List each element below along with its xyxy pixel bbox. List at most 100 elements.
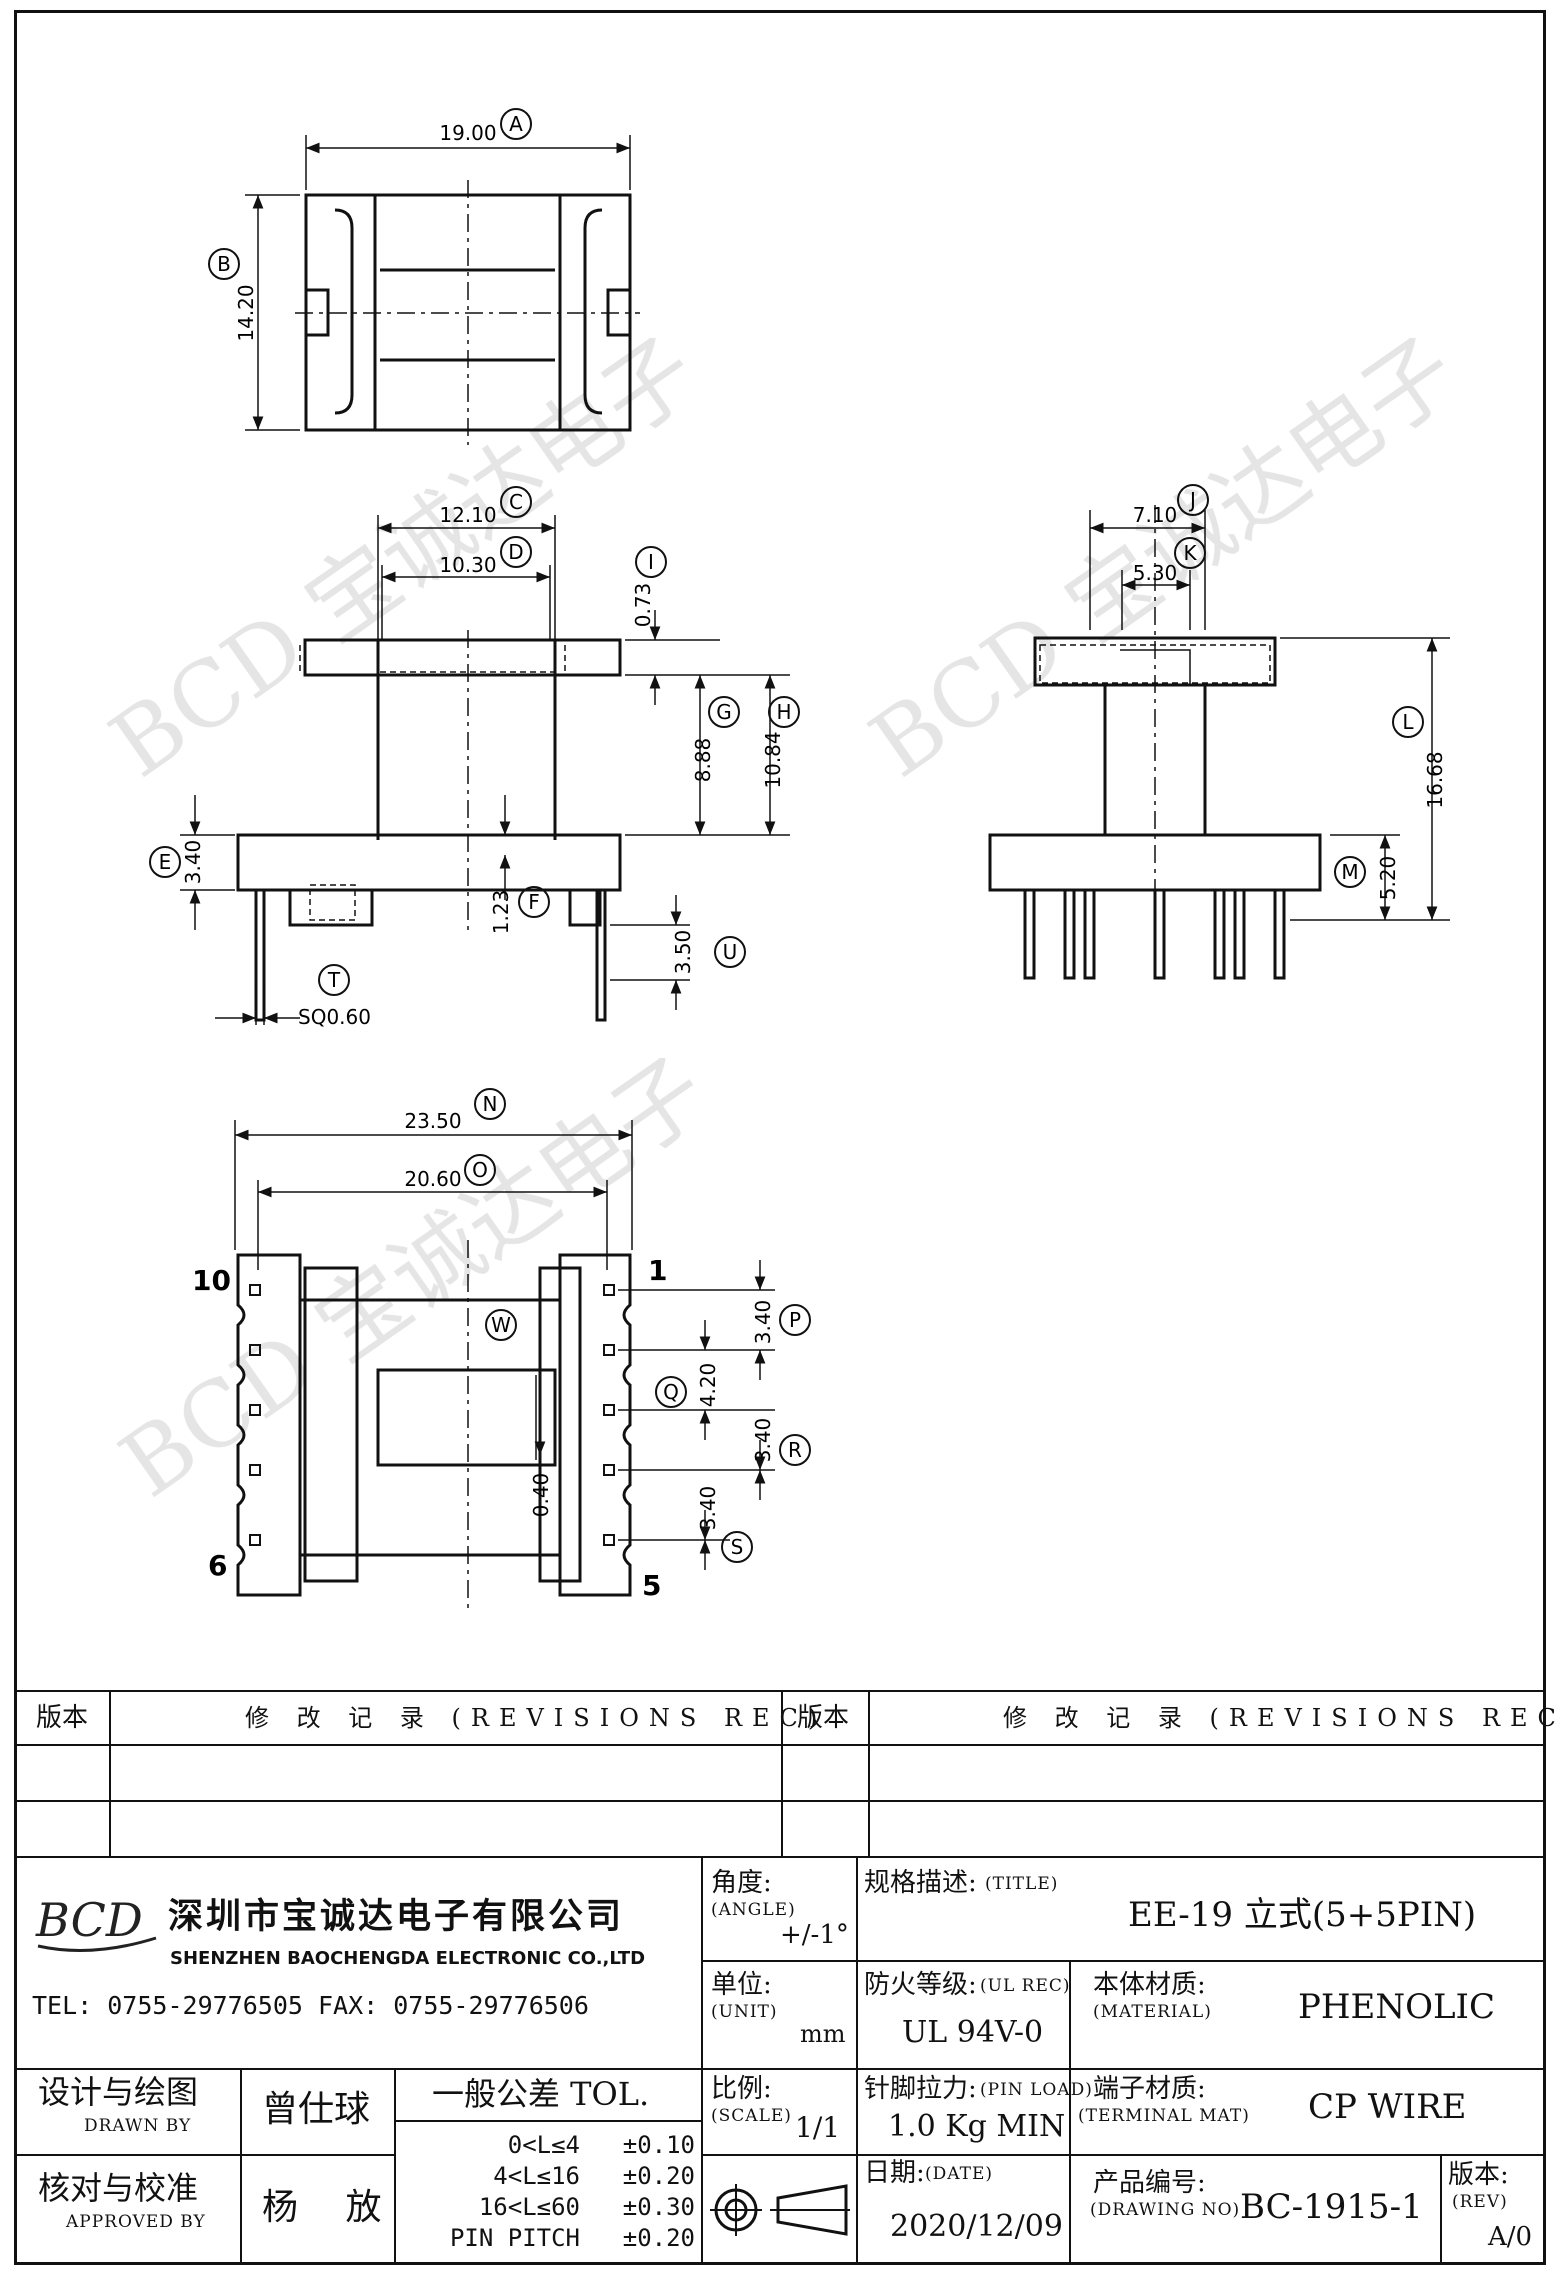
company-contact: TEL: 0755-29776505 FAX: 0755-29776506	[32, 1991, 589, 2020]
dim-a-value: 19.00	[439, 121, 496, 145]
dim-s-value: 3.40	[696, 1486, 720, 1531]
material-label-en: (MATERIAL)	[1093, 2002, 1212, 2022]
dim-g-value: 8.88	[691, 738, 715, 783]
svg-text:G: G	[716, 700, 732, 724]
svg-text:J: J	[1188, 488, 1196, 512]
rev-label-en: (REV)	[1452, 2192, 1508, 2212]
drawn-label: 设计与绘图	[38, 2073, 199, 2111]
tolerance-range: 0<L≤4	[507, 2131, 580, 2159]
svg-text:M: M	[1341, 860, 1358, 884]
drawing-no-label-en: (DRAWING NO)	[1090, 2200, 1241, 2220]
terminal-label-en: (TERMINAL MAT)	[1078, 2106, 1250, 2126]
technical-drawing: BCD 宝诚达电子 BCD 宝诚达电子 BCD 宝诚达电子 19.00 A 14…	[92, 108, 1476, 1610]
dim-l-value: 16.68	[1423, 751, 1447, 808]
ul-value: UL 94V-0	[902, 2015, 1044, 2050]
svg-text:L: L	[1402, 710, 1414, 734]
svg-text:B: B	[217, 252, 231, 276]
svg-text:BCD 宝诚达电子: BCD 宝诚达电子	[92, 318, 715, 798]
dim-c-value: 12.10	[439, 503, 496, 527]
angle-label: 角度:	[711, 1868, 772, 1898]
angle-value: +/-1°	[780, 1920, 849, 1950]
date-value: 2020/12/09	[890, 2209, 1063, 2244]
svg-text:T: T	[327, 968, 341, 992]
title-value: EE-19 立式(5+5PIN)	[1128, 1895, 1477, 1935]
company-logo: BCD	[32, 1892, 162, 1962]
drawing-no-label: 产品编号:	[1093, 2168, 1206, 2198]
pin-load-label-en: (PIN LOAD)	[980, 2080, 1093, 2100]
tolerance-value: ±0.20	[622, 2224, 695, 2252]
pin-6-label: 6	[208, 1549, 227, 1582]
dim-q-value: 4.20	[696, 1363, 720, 1408]
title-label: 规格描述:	[864, 1868, 977, 1898]
dim-a	[305, 135, 631, 190]
unit-label-en: (UNIT)	[711, 2002, 778, 2022]
title-label-en: (TITLE)	[985, 1874, 1059, 1894]
tolerance-range: PIN PITCH	[449, 2224, 580, 2252]
dim-b-value: 14.20	[234, 284, 258, 341]
drawn-label-en: DRAWN BY	[84, 2116, 192, 2136]
dim-b	[245, 194, 300, 431]
dim-w-value: 0.40	[529, 1473, 553, 1518]
dim-d-value: 10.30	[439, 553, 496, 577]
svg-text:D: D	[508, 540, 523, 564]
terminal-label: 端子材质:	[1093, 2074, 1206, 2104]
dim-h-value: 10.84	[761, 731, 785, 788]
terminal-value: CP WIRE	[1308, 2087, 1467, 2127]
dim-u-value: 3.50	[671, 930, 695, 975]
ul-label-en: (UL REC)	[980, 1976, 1071, 1996]
unit-label: 单位:	[711, 1970, 772, 2000]
top-view-centerlines	[295, 180, 640, 445]
scale-label: 比例:	[711, 2074, 772, 2104]
rev-value: A/0	[1488, 2222, 1533, 2252]
rev-ver-label-left: 版本	[36, 1703, 89, 1733]
dim-o-value: 20.60	[404, 1167, 461, 1191]
date-label: 日期:	[864, 2158, 925, 2188]
svg-text:F: F	[528, 890, 540, 914]
dim-j-value: 7.10	[1133, 503, 1178, 527]
tolerance-title: 一般公差 TOL.	[432, 2075, 650, 2113]
drawn-name: 曾仕球	[262, 2089, 371, 2130]
pin-1-label: 1	[648, 1254, 667, 1287]
tolerance-value: ±0.20	[622, 2162, 695, 2190]
svg-text:I: I	[648, 550, 654, 574]
svg-text:E: E	[159, 850, 172, 874]
ul-label: 防火等级:	[864, 1970, 977, 2000]
tolerance-rows: 0<L≤4±0.10 4<L≤16±0.20 16<L≤60±0.30 PIN …	[410, 2130, 695, 2254]
dim-p-value: 3.40	[751, 1300, 775, 1345]
company-name-en: SHENZHEN BAOCHENGDA ELECTRONIC CO.,LTD	[170, 1948, 646, 1969]
dim-t-value: SQ0.60	[298, 1005, 371, 1029]
approved-label-en: APPROVED BY	[66, 2212, 206, 2232]
svg-text:BCD: BCD	[35, 1893, 143, 1947]
tolerance-range: 4<L≤16	[493, 2162, 580, 2190]
svg-text:W: W	[491, 1313, 511, 1337]
svg-text:C: C	[509, 490, 523, 514]
svg-text:BCD 宝诚达电子: BCD 宝诚达电子	[852, 318, 1475, 798]
svg-text:K: K	[1183, 541, 1197, 565]
projection-symbol-icon	[710, 2184, 850, 2236]
rev-rec-label-left: 修 改 记 录 (REVISIONS REC)	[245, 1704, 828, 1732]
approved-label: 核对与校准	[38, 2169, 199, 2207]
svg-text:H: H	[776, 700, 791, 724]
scale-label-en: (SCALE)	[711, 2106, 792, 2126]
svg-text:P: P	[789, 1308, 801, 1332]
top-view	[304, 193, 632, 432]
pin-load-value: 1.0 Kg MIN	[888, 2109, 1066, 2144]
svg-text:O: O	[472, 1158, 488, 1182]
approved-name: 杨 放	[262, 2187, 400, 2228]
material-label: 本体材质:	[1093, 1970, 1206, 2000]
tolerance-value: ±0.30	[622, 2193, 695, 2221]
pin-10-label: 10	[192, 1264, 231, 1297]
dim-n-value: 23.50	[404, 1109, 461, 1133]
svg-text:A: A	[509, 112, 523, 136]
svg-text:Q: Q	[663, 1380, 679, 1404]
svg-text:U: U	[723, 940, 738, 964]
dim-f-value: 1.23	[489, 890, 513, 935]
scale-value: 1/1	[795, 2111, 841, 2144]
svg-text:R: R	[788, 1438, 802, 1462]
tolerance-range: 16<L≤60	[478, 2193, 580, 2221]
date-label-en: (DATE)	[925, 2164, 993, 2184]
svg-text:S: S	[731, 1535, 744, 1559]
dim-m-value: 5.20	[1376, 856, 1400, 901]
drawing-no-value: BC-1915-1	[1240, 2187, 1423, 2227]
svg-text:N: N	[483, 1092, 498, 1116]
